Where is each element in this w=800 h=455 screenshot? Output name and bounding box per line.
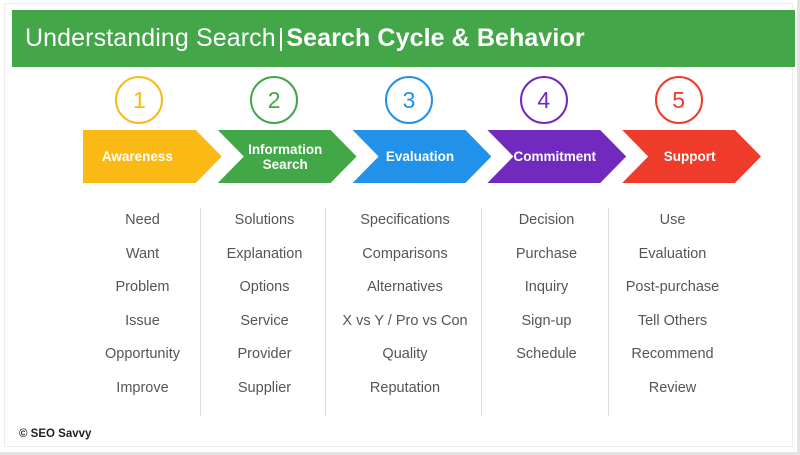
stage-chevron-label: Awareness <box>101 149 173 164</box>
stage-detail-item: Review <box>648 379 697 396</box>
stage-detail-item: Provider <box>237 346 292 363</box>
page-title-secondary: Search Cycle & Behavior <box>286 24 585 52</box>
stage-detail-item: Quality <box>382 346 428 363</box>
stage-detail-item: Evaluation <box>638 245 707 262</box>
stage-chevron-1[interactable]: Awareness <box>83 130 222 183</box>
stage-number-label: 3 <box>402 86 416 113</box>
stage-detail-item: Service <box>240 312 289 329</box>
stage-detail-item: Sign-up <box>521 312 572 329</box>
column-divider <box>325 208 326 416</box>
stage-number-label: 2 <box>267 86 281 113</box>
stage-chevron-3[interactable]: Evaluation <box>353 130 492 183</box>
stage-detail-item: Problem <box>115 279 170 296</box>
stage-chevron-row: Awareness Information Search Evaluation Com… <box>83 130 761 183</box>
stage-number-label: 4 <box>537 86 551 113</box>
stage-detail-item: Inquiry <box>524 279 569 296</box>
stage-detail-item: Reputation <box>369 379 441 396</box>
stage-number-row: 1 2 3 4 5 <box>83 76 761 126</box>
stage-number-circle-1[interactable]: 1 <box>115 76 164 124</box>
stage-detail-item: Issue <box>125 312 160 329</box>
stage-detail-item: Tell Others <box>637 312 708 329</box>
stage-number-circle-5[interactable]: 5 <box>654 76 703 124</box>
stage-detail-item: Use <box>659 212 686 228</box>
page-title: Understanding Search|Search Cycle & Beha… <box>12 24 585 53</box>
column-divider <box>608 208 609 416</box>
stage-detail-item: Comparisons <box>362 245 448 262</box>
stage-chevron-label: Support <box>663 149 716 164</box>
stage-detail-item: Explanation <box>226 245 303 262</box>
stage-detail-item: Opportunity <box>105 346 180 363</box>
stage-chevron-label: Information Search <box>248 141 323 172</box>
header-band: Understanding Search|Search Cycle & Beha… <box>12 10 795 67</box>
stage-number-circle-4[interactable]: 4 <box>519 76 568 124</box>
copyright-footer: © SEO Savvy <box>19 428 92 440</box>
column-divider <box>481 208 482 416</box>
stage-detail-item: Options <box>239 279 290 296</box>
stage-chevron-label: Commitment <box>513 149 597 164</box>
stage-detail-item: Specifications <box>360 212 450 228</box>
stage-chevron-5[interactable]: Support <box>622 130 761 183</box>
stage-detail-item: Purchase <box>515 245 578 262</box>
stage-detail-item: Schedule <box>516 346 577 363</box>
stage-detail-item: Want <box>125 245 160 262</box>
stage-number-circle-2[interactable]: 2 <box>250 76 299 124</box>
stage-number-label: 5 <box>672 86 685 113</box>
stage-detail-item: X vs Y / Pro vs Con <box>342 312 468 329</box>
stage-detail-item: Alternatives <box>367 279 443 296</box>
stage-chevron-4[interactable]: Commitment <box>487 130 626 183</box>
stage-detail-item: Solutions <box>234 212 295 228</box>
stage-detail-item: Post-purchase <box>625 279 720 296</box>
page-title-separator: | <box>277 24 285 52</box>
stage-number-circle-3[interactable]: 3 <box>385 76 433 124</box>
slide-frame: Understanding Search|Search Cycle & Beha… <box>4 3 795 447</box>
stage-number-label: 1 <box>132 86 146 113</box>
stage-chevron-2[interactable]: Information Search <box>218 130 357 183</box>
column-divider <box>200 208 201 416</box>
stage-detail-item: Supplier <box>237 379 292 396</box>
stage-detail-item: Decision <box>518 212 575 228</box>
stage-detail-item: Improve <box>116 379 169 396</box>
page-title-primary: Understanding Search <box>25 24 276 52</box>
stage-chevron-label: Evaluation <box>385 149 455 164</box>
stage-detail-item: Need <box>125 212 160 228</box>
stage-detail-item: Recommend <box>631 346 714 363</box>
